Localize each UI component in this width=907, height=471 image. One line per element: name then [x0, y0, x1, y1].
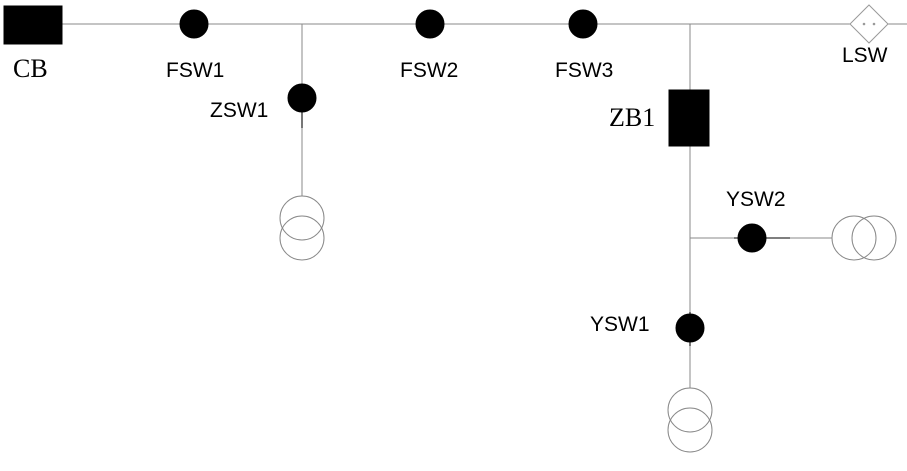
ysw2-transformer-coil-left	[831, 215, 877, 261]
zb1-breaker[interactable]	[668, 89, 710, 147]
fsw1-label: FSW1	[166, 59, 224, 82]
ysw1-transformer-coil-upper	[667, 387, 713, 433]
fsw2-switch[interactable]	[415, 9, 445, 39]
lsw-inner-dot-right	[872, 22, 876, 26]
zsw1-switch[interactable]	[287, 83, 317, 113]
zsw1-label: ZSW1	[210, 99, 268, 122]
ysw1-label: YSW1	[590, 313, 650, 336]
ysw2-label: YSW2	[726, 188, 786, 211]
ysw1-transformer-coil-lower	[667, 407, 713, 453]
fsw3-switch[interactable]	[568, 9, 598, 39]
zsw1-transformer[interactable]	[279, 195, 325, 261]
ysw2-switch[interactable]	[737, 223, 767, 253]
fsw1-switch[interactable]	[179, 9, 209, 39]
ysw2-transformer-coil-right	[851, 215, 897, 261]
lsw-inner-dot-left	[862, 22, 866, 26]
lsw-switch[interactable]	[849, 4, 889, 44]
lsw-label: LSW	[842, 44, 888, 67]
zsw1-transformer-coil-upper	[279, 195, 325, 241]
fsw2-label: FSW2	[400, 59, 458, 82]
ysw1-transformer[interactable]	[667, 387, 713, 453]
cb-label: CB	[13, 54, 48, 83]
fsw3-label: FSW3	[555, 59, 613, 82]
cb-breaker[interactable]	[3, 5, 63, 45]
ysw2-transformer[interactable]	[831, 215, 897, 261]
ysw1-switch[interactable]	[675, 313, 705, 343]
zb1-label: ZB1	[609, 103, 655, 132]
zsw1-transformer-coil-lower	[279, 215, 325, 261]
